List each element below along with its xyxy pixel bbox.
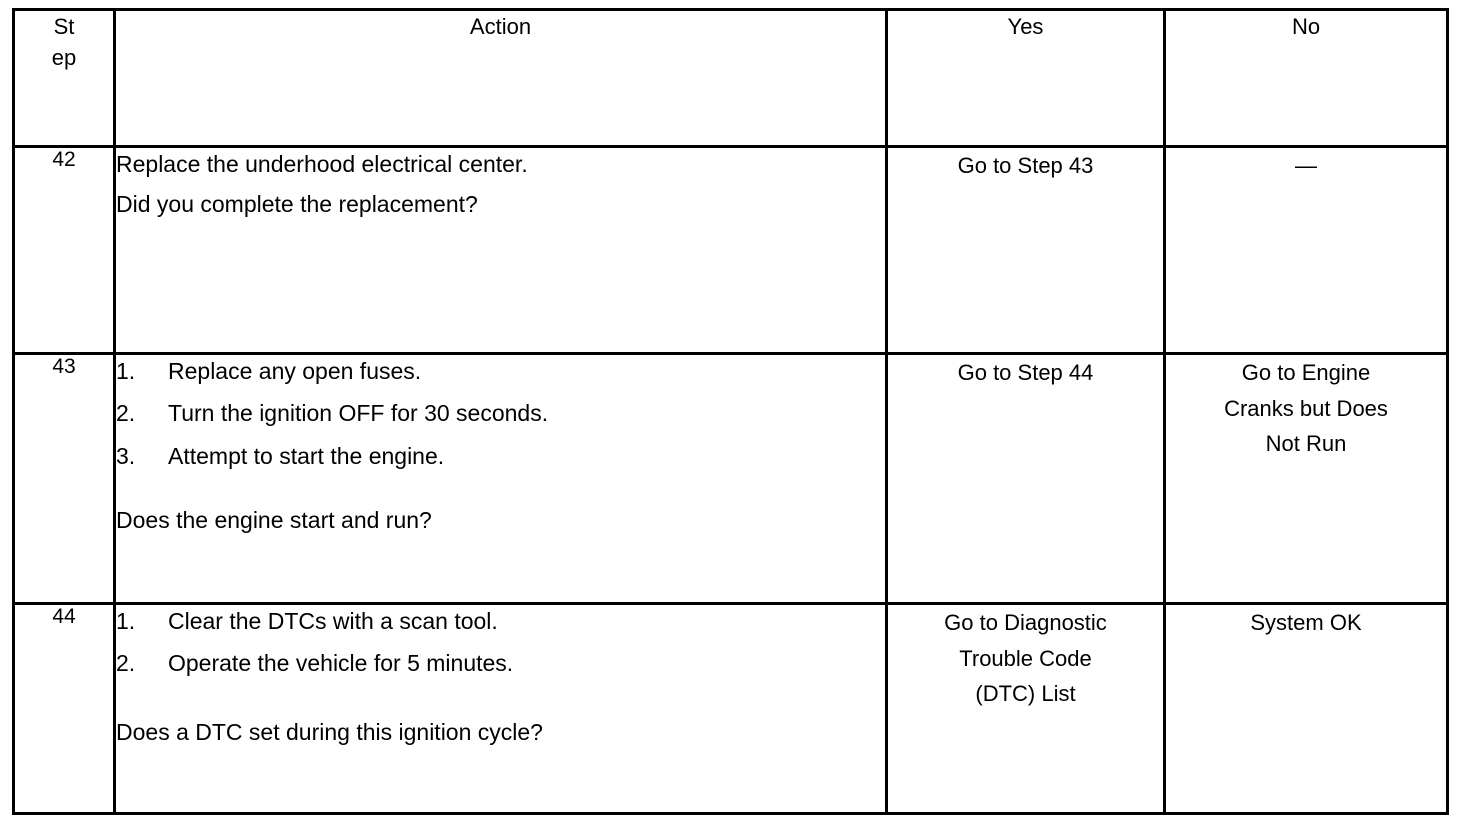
list-item-number: 2. (116, 400, 136, 427)
list-item: 2. Operate the vehicle for 5 minutes. (116, 647, 885, 680)
action-question: Does a DTC set during this ignition cycl… (116, 718, 543, 745)
table-row: 42 Replace the underhood electrical cent… (12, 145, 1449, 355)
list-item-number: 2. (116, 650, 136, 677)
table-header-row: St ep Action Yes No (12, 8, 1449, 148)
list-item: 1. Replace any open fuses. (116, 355, 885, 388)
action-ordered-list: 1. Replace any open fuses. 2. Turn the i… (116, 355, 885, 473)
yes-answer-line: (DTC) List (975, 681, 1076, 707)
column-header-step-wrapped: St ep (15, 11, 113, 73)
column-header-yes: Yes (885, 8, 1166, 148)
list-item-text: Turn the ignition OFF for 30 seconds. (168, 400, 549, 427)
action-cell: Replace the underhood electrical center.… (113, 145, 888, 355)
no-answer-line: Go to Engine (1241, 360, 1371, 385)
step-number: 43 (12, 352, 116, 605)
action-cell: 1. Replace any open fuses. 2. Turn the i… (113, 352, 888, 605)
yes-answer-line: Go to Step 43 (957, 153, 1094, 178)
diagnostic-procedure-table: St ep Action Yes No 42 Replace the under… (12, 8, 1449, 815)
yes-answer-cell: Go to Diagnostic Trouble Code (DTC) List (885, 602, 1166, 815)
action-question: Did you complete the replacement? (116, 191, 478, 218)
no-answer-line: System OK (1250, 610, 1362, 635)
list-item-number: 3. (116, 442, 136, 469)
table-row: 44 1. Clear the DTCs with a scan tool. 2… (12, 602, 1449, 815)
no-answer-cell: System OK (1163, 602, 1449, 815)
list-item: 2. Turn the ignition OFF for 30 seconds. (116, 397, 885, 430)
no-answer-cell: — (1163, 145, 1449, 355)
list-item: 1. Clear the DTCs with a scan tool. (116, 605, 885, 638)
list-item-number: 1. (116, 358, 136, 384)
no-answer-line: Cranks but Does (1224, 395, 1388, 421)
action-question: Does the engine start and run? (116, 507, 432, 534)
no-answer-line: — (1295, 153, 1317, 178)
column-header-step-line2: ep (51, 45, 77, 71)
yes-answer-line: Trouble Code (959, 645, 1092, 671)
action-paragraph: Replace the underhood electrical center. (116, 151, 528, 177)
list-item: 3. Attempt to start the engine. (116, 440, 885, 473)
list-item-text: Clear the DTCs with a scan tool. (168, 608, 498, 634)
list-item-text: Attempt to start the engine. (168, 442, 445, 469)
list-item-text: Replace any open fuses. (168, 358, 422, 384)
column-header-step: St ep (12, 8, 116, 148)
yes-answer-cell: Go to Step 44 (885, 352, 1166, 605)
no-answer-line: Not Run (1265, 431, 1347, 457)
yes-answer-line: Go to Step 44 (957, 360, 1094, 385)
list-item-number: 1. (116, 608, 136, 634)
list-item-text: Operate the vehicle for 5 minutes. (168, 650, 514, 677)
column-header-step-line1: St (53, 14, 75, 39)
yes-answer-line: Go to Diagnostic (944, 610, 1107, 635)
step-number: 42 (12, 145, 116, 355)
column-header-no: No (1163, 8, 1449, 148)
column-header-action: Action (113, 8, 888, 148)
yes-answer-cell: Go to Step 43 (885, 145, 1166, 355)
action-ordered-list: 1. Clear the DTCs with a scan tool. 2. O… (116, 605, 885, 681)
action-cell: 1. Clear the DTCs with a scan tool. 2. O… (113, 602, 888, 815)
table-row: 43 1. Replace any open fuses. 2. Turn th… (12, 352, 1449, 605)
step-number: 44 (12, 602, 116, 815)
no-answer-cell: Go to Engine Cranks but Does Not Run (1163, 352, 1449, 605)
